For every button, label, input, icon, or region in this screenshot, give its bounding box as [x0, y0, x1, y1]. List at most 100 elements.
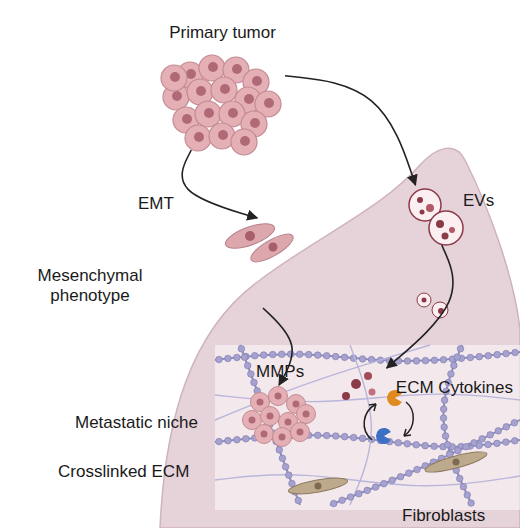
node-label: Primary tumor: [160, 23, 285, 43]
fiber-bead: [341, 354, 348, 361]
cargo-dot: [438, 308, 444, 314]
cell-nucleus: [228, 108, 238, 118]
fiber-bead: [511, 420, 518, 427]
fiber-bead: [414, 466, 421, 473]
fiber-bead: [440, 356, 447, 363]
fiber-bead: [451, 362, 458, 369]
cell-body: [273, 428, 292, 447]
fiber-bead: [485, 352, 492, 359]
flow-arrow: [285, 76, 416, 185]
arrow-tip: [369, 404, 376, 411]
fiber-bead: [278, 351, 285, 358]
cell-nucleus: [293, 401, 300, 408]
released-cargo: [342, 372, 376, 400]
fiber-bead: [503, 350, 510, 357]
fiber-bead: [332, 433, 339, 440]
cargo-dot: [420, 210, 425, 215]
cell-nucleus: [240, 136, 250, 146]
fiber-bead: [512, 349, 519, 356]
fiber-bead: [389, 477, 396, 484]
cell-nucleus: [172, 91, 182, 101]
fiber-bead: [332, 353, 339, 360]
fiber-bead: [276, 447, 283, 454]
fiber-bead: [457, 345, 464, 352]
fiber-bead: [364, 487, 371, 494]
fiber-bead: [413, 442, 420, 449]
cell-body: [291, 423, 310, 442]
cargo-dot: [351, 379, 361, 389]
ecm-panel: [215, 345, 520, 510]
fiber-bead: [296, 351, 303, 358]
illustrated-node: Primary tumor: [160, 15, 285, 150]
ecm-fiber: [215, 352, 520, 361]
arrow-tip: [404, 429, 411, 436]
fiber-bead: [244, 362, 251, 369]
fiber-bead: [282, 463, 289, 470]
vesicle: [417, 293, 431, 307]
part-label: MMPs: [256, 362, 304, 382]
node-label: EVs: [463, 191, 508, 211]
fiber-bead: [448, 371, 455, 378]
fiber-bead: [503, 424, 510, 431]
fiber-bead: [476, 353, 483, 360]
cargo-dot: [436, 220, 444, 228]
fiber-bead: [494, 440, 501, 447]
fiber-bead: [356, 490, 363, 497]
edge-label: EMT: [138, 194, 174, 214]
tumor-cell: [185, 125, 211, 151]
fiber-bead: [372, 484, 379, 491]
fiber-bead: [323, 352, 330, 359]
cell-nucleus: [453, 459, 460, 466]
tumor-cell: [231, 129, 257, 155]
fiber-bead: [456, 475, 463, 482]
fiber-bead: [463, 443, 470, 450]
cycle-arrow: [404, 402, 413, 436]
cell-nucleus: [257, 399, 264, 406]
fiber-bead: [440, 406, 447, 413]
cell-body: [161, 65, 187, 91]
fibroblast-cell: [287, 475, 348, 497]
part-label: Fibroblasts: [402, 506, 485, 526]
tumor-cell: [211, 77, 237, 103]
fiber-bead: [464, 492, 471, 499]
fiber-bead: [431, 357, 438, 364]
cell-nucleus: [285, 419, 292, 426]
illustrated-node: EVs: [405, 185, 510, 245]
fiber-bead: [347, 494, 354, 501]
cargo-dot: [422, 298, 427, 303]
fiber-bead: [494, 351, 501, 358]
cell-nucleus: [204, 108, 214, 118]
fiber-bead: [404, 441, 411, 448]
niche-cell: [273, 428, 292, 447]
fiber-bead: [251, 352, 258, 359]
cell-body: [261, 407, 280, 426]
cell-nucleus: [252, 76, 262, 86]
cell-body: [269, 387, 288, 406]
fiber-bead: [404, 358, 411, 365]
cargo-dot: [369, 389, 376, 396]
fiber-bead: [485, 441, 492, 448]
fiber-bead: [441, 424, 448, 431]
cell-nucleus: [297, 429, 304, 436]
fiber-bead: [314, 432, 321, 439]
ecm-fiber: [215, 475, 520, 486]
mmp-enzyme: [376, 428, 391, 444]
fiber-bead: [234, 436, 241, 443]
cell-nucleus: [196, 86, 206, 96]
fiber-bead: [269, 351, 276, 358]
fiber-bead: [260, 352, 267, 359]
extracellular-vesicles: [409, 189, 463, 318]
ecm-fibers: [215, 345, 520, 507]
fiber-bead: [413, 358, 420, 365]
fiber-bead: [323, 432, 330, 439]
fiber-bead: [479, 436, 486, 443]
cell-nucleus: [275, 393, 282, 400]
cell-nucleus: [261, 431, 268, 438]
cycle-arrow: [364, 404, 376, 440]
illustrated-node: ECM Cytokines: [380, 368, 513, 416]
vesicle: [432, 302, 448, 318]
fiber-bead: [225, 355, 232, 362]
